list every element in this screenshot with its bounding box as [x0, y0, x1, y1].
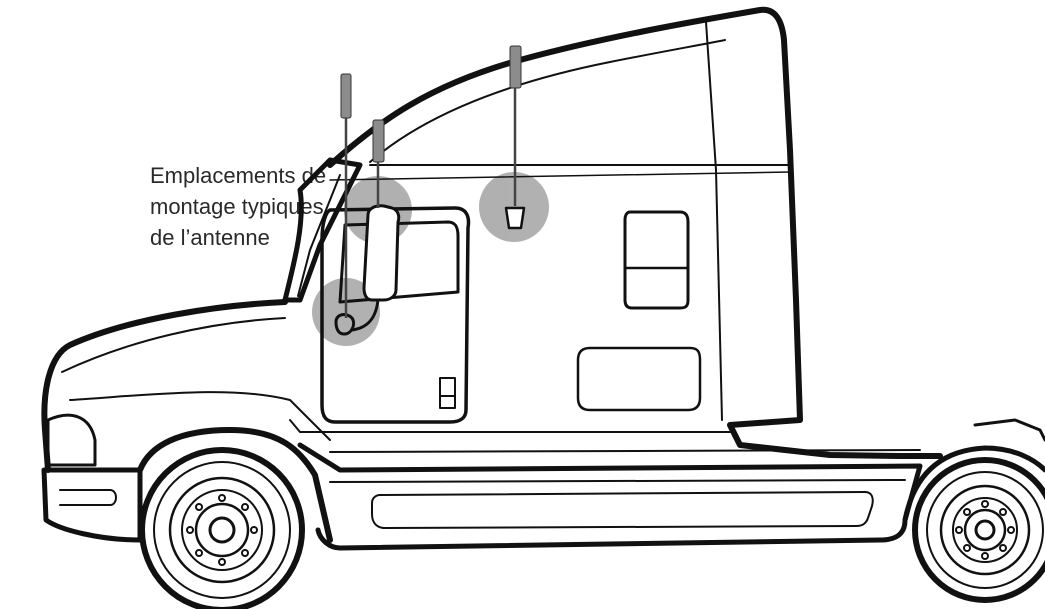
windshield [282, 157, 363, 303]
rear-fender [973, 418, 1045, 442]
hood-crease [69, 391, 331, 441]
hood [41, 299, 288, 473]
mount-highlights [312, 172, 549, 346]
antenna-icon [340, 45, 526, 318]
antenna-roof [504, 45, 526, 230]
headlight [46, 413, 97, 467]
rear-wheel-arch [902, 445, 1045, 523]
side-skirt [297, 442, 923, 551]
door [320, 206, 471, 424]
door-handle [439, 377, 456, 409]
bumper-slot [59, 489, 117, 506]
storage-panel [576, 346, 702, 412]
sleeper-window [623, 210, 690, 310]
antenna-mirror-bottom [340, 73, 352, 318]
skirt-upper-line [329, 449, 921, 453]
mirror-arm [350, 298, 380, 332]
front-wheel-arch [137, 427, 333, 543]
hood-line [61, 317, 286, 373]
cab-beltline-2 [329, 171, 791, 181]
skirt-line [329, 479, 906, 483]
windshield-inner [297, 174, 341, 297]
rear-wheel [912, 457, 1045, 603]
cab-lower-line [289, 419, 736, 433]
skirt-panel [371, 491, 874, 529]
roof-seam [705, 21, 723, 421]
side-mirror [362, 204, 401, 302]
door-window [338, 220, 460, 304]
cab-roof-outline [327, 6, 943, 459]
antenna-mirror-top [372, 119, 385, 208]
roof-inner-line [369, 39, 726, 163]
front-wheel [139, 447, 305, 609]
mirror-base [334, 313, 356, 336]
